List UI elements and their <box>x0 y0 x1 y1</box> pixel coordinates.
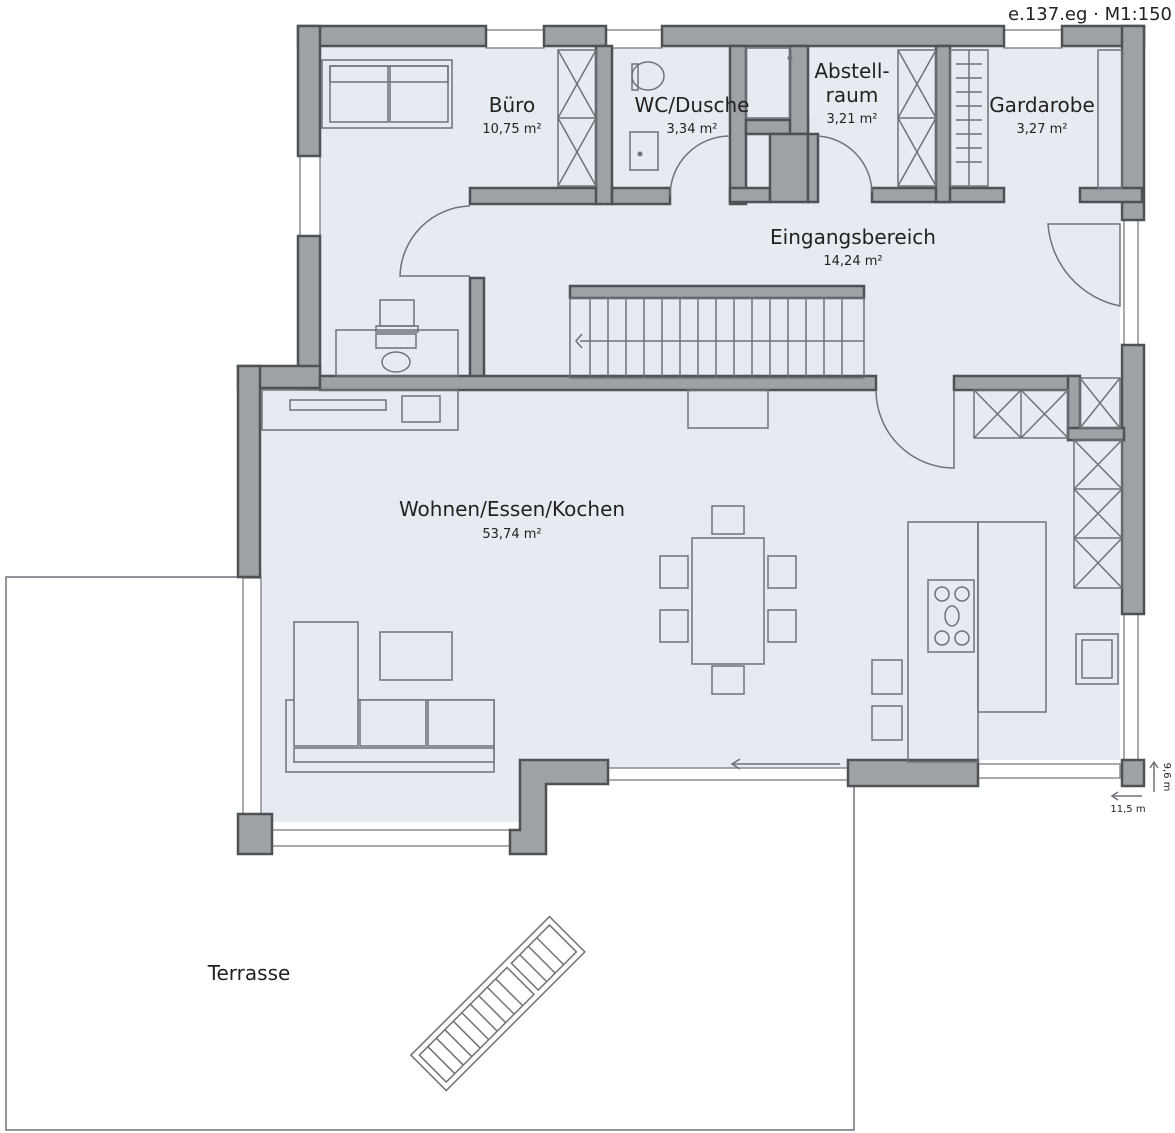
doors <box>399 135 1121 469</box>
staircase <box>569 297 865 379</box>
living-furniture <box>261 377 1123 773</box>
room-name-abstellraum-2: raum <box>826 83 879 107</box>
room-name-terrasse: Terrasse <box>207 961 291 985</box>
room-name-buero: Büro <box>489 93 535 117</box>
room-area-wohnen: 53,74 m² <box>482 527 541 542</box>
room-name-gardarobe: Gardarobe <box>989 93 1095 117</box>
room-name-eingangsbereich: Eingangsbereich <box>770 225 936 249</box>
floor-area <box>260 45 1120 830</box>
room-area-gardarobe: 3,27 m² <box>1017 122 1068 137</box>
room-area-wc: 3,34 m² <box>667 122 718 137</box>
dimension-marks <box>1110 760 1159 801</box>
room-area-abstellraum: 3,21 m² <box>827 112 878 127</box>
plan-title: e.137.eg · M1:150 <box>1008 4 1172 25</box>
room-name-wohnen: Wohnen/Essen/Kochen <box>399 497 625 521</box>
room-name-abstellraum: Abstell- <box>814 59 889 83</box>
storage-cabinets <box>897 49 1123 189</box>
dimension-depth: 9,6 m <box>1161 763 1172 792</box>
office-furniture <box>321 49 597 377</box>
terrace <box>5 576 855 1131</box>
room-name-wc: WC/Dusche <box>635 93 750 117</box>
sun-lounger <box>409 915 586 1092</box>
room-area-eingangsbereich: 14,24 m² <box>823 254 882 269</box>
room-area-buero: 10,75 m² <box>482 122 541 137</box>
wc-furniture <box>629 47 793 171</box>
dimension-width: 11,5 m <box>1110 804 1145 815</box>
